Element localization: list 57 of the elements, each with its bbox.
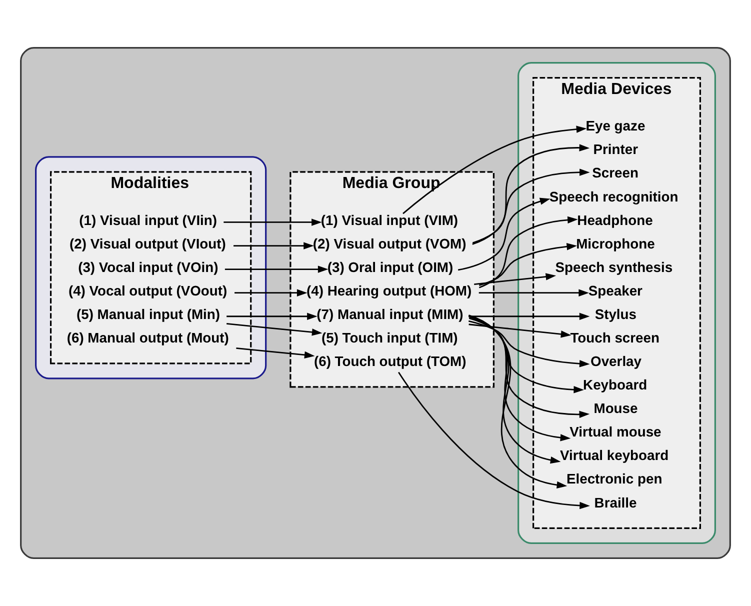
node-text: Speech synthesis (555, 258, 673, 275)
cluster (518, 62, 716, 544)
node-text: (6) Touch output (TOM) (314, 353, 466, 370)
node-text: Speech recognition (549, 188, 678, 204)
node-text: Eye gaze (586, 118, 646, 134)
node-text: (5) Touch input (TIM) (321, 329, 458, 346)
arrow (468, 314, 561, 464)
node-text: Virtual keyboard (560, 447, 669, 464)
node-text: Printer (593, 141, 638, 158)
arrow (468, 315, 571, 442)
node-text: Braille (594, 494, 637, 510)
arrow (458, 198, 550, 271)
arrow (398, 372, 590, 510)
cluster (35, 156, 267, 380)
arrow (468, 314, 568, 489)
arrow (226, 323, 322, 336)
arrow (474, 273, 556, 285)
node-text: (4) Hearing output (HOM) (306, 282, 472, 298)
node-text: (3) Vocal input (VOin) (78, 258, 218, 275)
arrow (468, 312, 590, 320)
node-text: Electronic pen (566, 470, 662, 487)
node-text: Touch screen (570, 329, 660, 346)
arrow (468, 320, 590, 368)
arrow (224, 218, 322, 226)
arrow (478, 289, 589, 296)
node-text: Overlay (590, 353, 642, 370)
node-text: Stylus (594, 306, 637, 322)
arrow (478, 243, 578, 286)
arrow (402, 126, 587, 214)
cluster (20, 47, 731, 559)
node-text: Speaker (588, 282, 642, 298)
node-text: (1) Visual input (VIM) (320, 212, 458, 228)
node-text: Virtual mouse (570, 424, 662, 440)
node-text: Mouse (594, 400, 638, 416)
node-text: Screen (592, 164, 638, 181)
node-text: (2) Visual output (VOM) (312, 235, 466, 252)
arrow (472, 168, 590, 244)
arrow (226, 312, 318, 320)
arrow (234, 242, 314, 250)
node-text: (3) Oral input (OIM) (327, 258, 454, 275)
arrow (472, 144, 590, 245)
node-text: (6) Manual output (Mout) (66, 329, 229, 346)
arrow (468, 324, 572, 338)
node-text: (4) Vocal output (VOout) (68, 282, 228, 298)
arrow (478, 216, 578, 288)
arrow (468, 316, 590, 418)
node-text: (5) Manual input (Min) (76, 306, 220, 322)
node-text: Keyboard (583, 376, 648, 393)
arrow (234, 289, 308, 296)
node-text: (7) Manual input (MIM) (316, 306, 464, 322)
node-text: (1) Visual input (VIin) (79, 212, 218, 228)
node-text: (2) Visual output (VIout) (70, 235, 226, 252)
node-text: Headphone (577, 212, 653, 228)
node-text: Microphone (576, 235, 655, 252)
arrow (236, 348, 315, 359)
arrow (468, 318, 584, 394)
arrow (224, 266, 328, 273)
